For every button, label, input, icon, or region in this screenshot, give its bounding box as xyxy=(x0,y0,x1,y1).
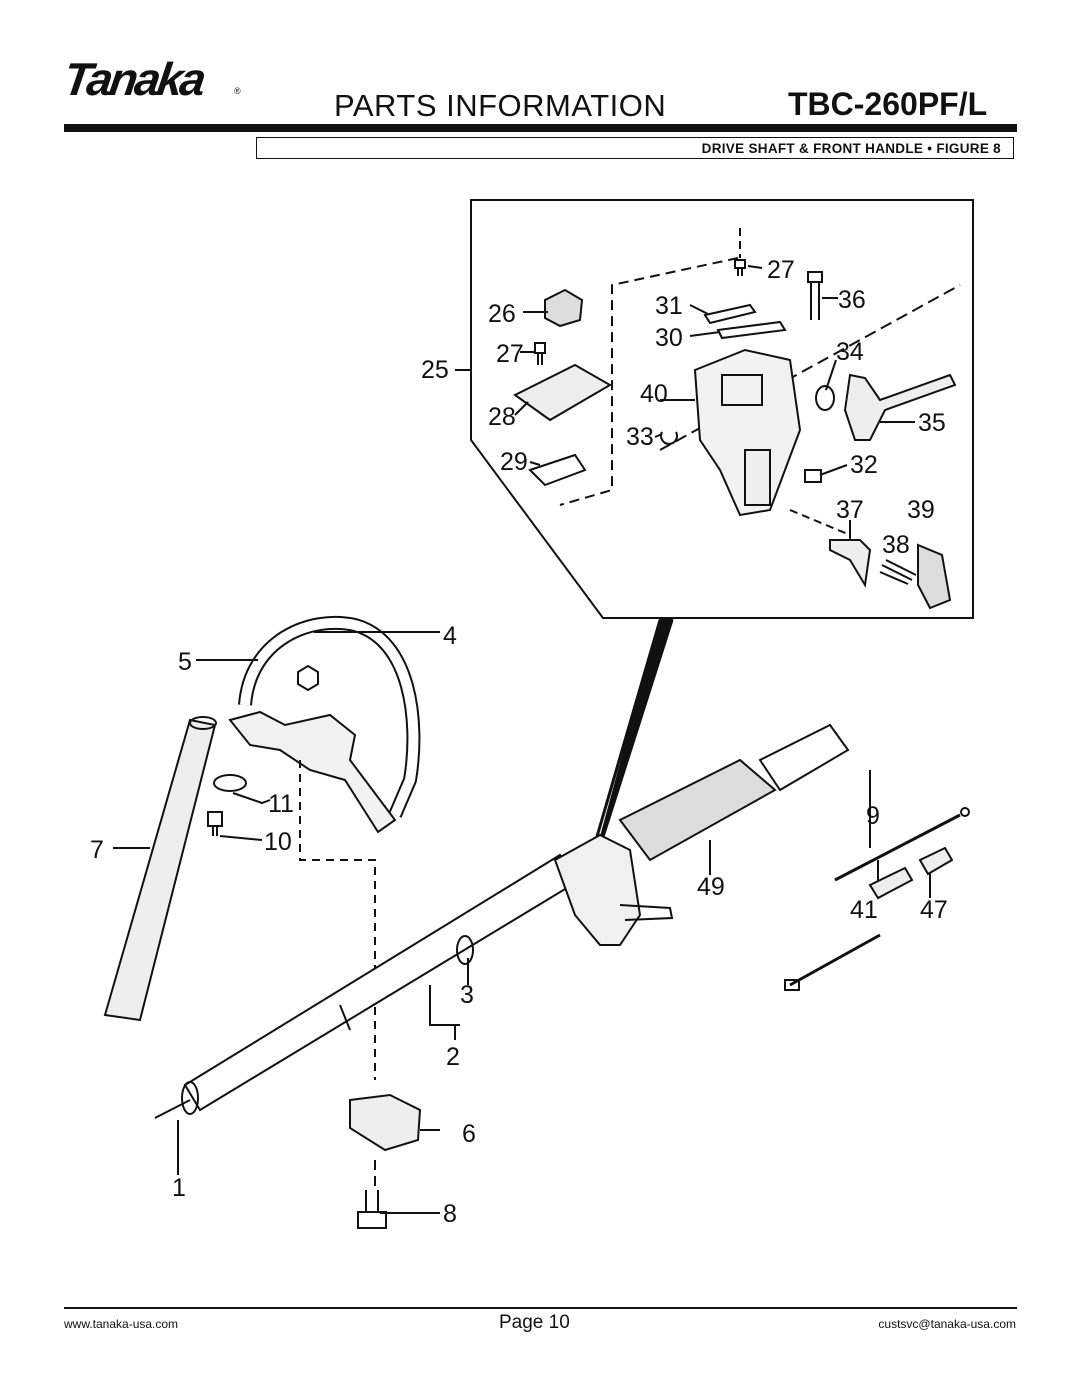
part-33-clip xyxy=(660,431,678,445)
callout-3: 3 xyxy=(460,981,474,1009)
callout-31: 31 xyxy=(655,292,683,320)
callout-47: 47 xyxy=(920,896,948,924)
callout-39: 39 xyxy=(907,496,935,524)
part-49-grip xyxy=(618,758,777,862)
part-39-cover xyxy=(917,543,952,610)
part-4-nut xyxy=(297,664,319,692)
callout-7: 7 xyxy=(90,836,104,864)
stop-wire xyxy=(789,933,881,987)
callout-29: 29 xyxy=(500,448,528,476)
callout-1: 1 xyxy=(172,1174,186,1202)
registered-mark: ® xyxy=(234,86,241,96)
callout-40: 40 xyxy=(640,380,668,408)
part-28-switch-plate xyxy=(513,363,612,422)
callout-38: 38 xyxy=(882,531,910,559)
part-41-cable-adjuster xyxy=(868,866,914,900)
callout-35: 35 xyxy=(918,409,946,437)
page-title: PARTS INFORMATION xyxy=(334,88,667,123)
footer-email[interactable]: custsvc@tanaka-usa.com xyxy=(878,1317,1016,1331)
part-34-spring xyxy=(815,385,835,411)
callout-10: 10 xyxy=(264,828,292,856)
callout-49: 49 xyxy=(697,873,725,901)
part-36-bolt xyxy=(807,271,823,320)
callout-2: 2 xyxy=(446,1043,460,1071)
part-27-screw-b xyxy=(734,259,746,276)
callout-5: 5 xyxy=(178,648,192,676)
part-38-spring xyxy=(879,559,917,585)
part-32-nut xyxy=(804,469,822,483)
callout-34: 34 xyxy=(836,338,864,366)
part-31-plate xyxy=(703,303,757,325)
callout-4: 4 xyxy=(443,622,457,650)
handle-bracket xyxy=(228,710,397,834)
callout-8: 8 xyxy=(443,1200,457,1228)
part-2-drive-shaft xyxy=(183,853,582,1112)
part-37-pin xyxy=(829,539,872,588)
inset-frame xyxy=(470,199,974,619)
footer-rule xyxy=(64,1307,1017,1309)
callout-11: 11 xyxy=(268,790,294,818)
tanaka-logo: Tanaka ® xyxy=(60,52,244,122)
callout-25: 25 xyxy=(421,356,449,384)
part-10-bolt xyxy=(207,811,223,836)
callout-37: 37 xyxy=(836,496,864,524)
part-35-throttle-lever xyxy=(843,373,957,441)
figure-caption: DRIVE SHAFT & FRONT HANDLE • FIGURE 8 xyxy=(701,141,1001,156)
part-47-cable-boot xyxy=(918,846,954,876)
page-number: Page 10 xyxy=(499,1312,570,1333)
part-6-clamp xyxy=(349,1093,422,1152)
callout-27b: 27 xyxy=(767,256,795,284)
part-7-grip xyxy=(103,718,217,1022)
front-handle-assembly xyxy=(553,833,642,946)
callout-labels: 26 27 27 25 28 29 31 30 36 34 40 33 35 3… xyxy=(90,256,948,1228)
callout-28: 28 xyxy=(488,403,516,431)
callout-41: 41 xyxy=(850,896,878,924)
callout-30: 30 xyxy=(655,324,683,352)
part-30-plate xyxy=(716,320,787,340)
upper-shaft xyxy=(758,723,850,792)
model-number: TBC-260PF/L xyxy=(788,86,988,122)
part-3-collar xyxy=(456,935,474,965)
part-1-drive-shaft xyxy=(154,1099,191,1119)
callout-26: 26 xyxy=(488,300,516,328)
callout-27a: 27 xyxy=(496,340,524,368)
callout-32: 32 xyxy=(850,451,878,479)
callout-6: 6 xyxy=(462,1120,476,1148)
callout-33: 33 xyxy=(626,423,654,451)
part-29-spring xyxy=(528,453,587,487)
part-11-washer xyxy=(213,774,247,792)
callout-9: 9 xyxy=(866,802,880,830)
footer-website[interactable]: www.tanaka-usa.com xyxy=(64,1317,179,1331)
callout-36: 36 xyxy=(838,286,866,314)
header-rule xyxy=(64,124,1017,132)
figure-caption-box: DRIVE SHAFT & FRONT HANDLE • FIGURE 8 xyxy=(256,137,1014,159)
part-9-throttle-cable xyxy=(834,813,961,882)
part-26-switch-cap xyxy=(544,288,584,328)
part-27-screw-a xyxy=(534,342,546,365)
part-8-bolt xyxy=(357,1190,387,1229)
